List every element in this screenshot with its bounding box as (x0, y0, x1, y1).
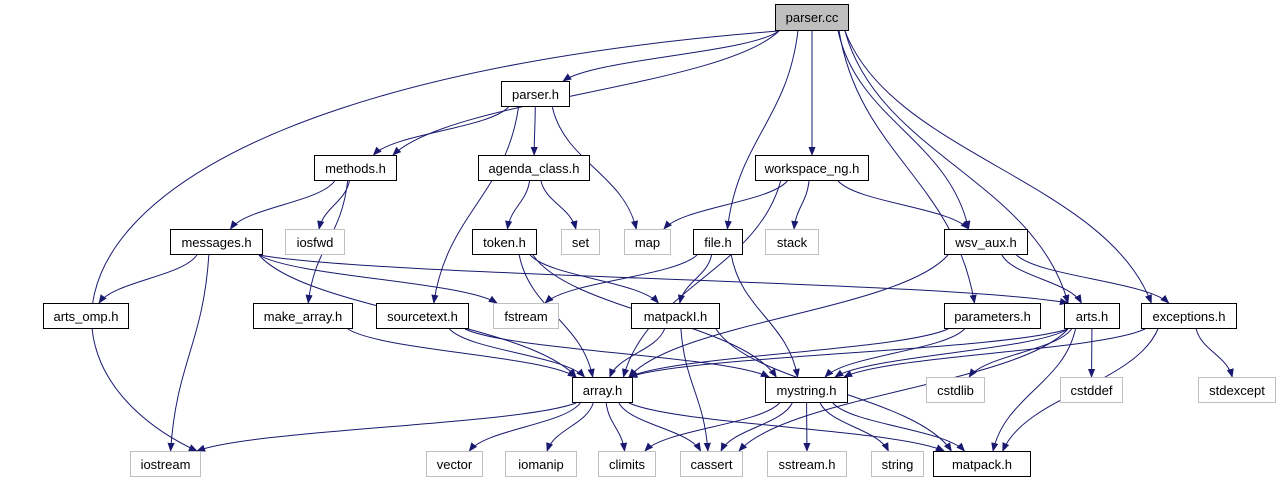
edge-array-h-to-climits (605, 402, 628, 452)
edge-array-h-to-cassert (618, 402, 702, 452)
edge-array-h-to-vector (468, 402, 581, 452)
node-arts-omp-h[interactable]: arts_omp.h (43, 303, 129, 329)
edge-parser-h-to-methods-h (372, 106, 509, 156)
edge-file-h-to-matpackI-h (677, 254, 713, 304)
node-string: string (871, 451, 924, 477)
edge-messages-h-to-iostream (167, 254, 210, 452)
node-parameters-h[interactable]: parameters.h (944, 303, 1041, 329)
edge-matpackI-h-to-cassert (680, 328, 711, 452)
node-cassert: cassert (680, 451, 743, 477)
node-map: map (624, 229, 671, 255)
edge-parser-cc-to-exceptions-h (844, 30, 1152, 304)
edge-mystring-h-to-string (819, 402, 889, 452)
edge-array-h-to-matpack-h (628, 402, 945, 452)
edge-parser-h-to-agenda-class-h (530, 106, 538, 156)
edge-mystring-h-to-cassert (720, 402, 793, 452)
node-sstream-h: sstream.h (767, 451, 847, 477)
edge-parser-cc-to-arts-h (844, 30, 1070, 304)
edge-arts-h-to-matpack-h (991, 328, 1076, 452)
edge-agenda-class-h-to-set (540, 180, 578, 230)
node-iostream: iostream (130, 451, 201, 477)
edge-mystring-h-to-matpack-h (832, 402, 966, 452)
node-make-array-h[interactable]: make_array.h (253, 303, 353, 329)
node-messages-h[interactable]: messages.h (170, 229, 263, 255)
node-arts-h[interactable]: arts.h (1064, 303, 1120, 329)
edge-make-array-h-to-array-h (347, 328, 577, 378)
node-wsv-aux-h[interactable]: wsv_aux.h (944, 229, 1028, 255)
edge-sourcetext-h-to-mystring-h (464, 328, 770, 378)
node-exceptions-h[interactable]: exceptions.h (1141, 303, 1237, 329)
edge-parameters-h-to-array-h (628, 328, 949, 378)
node-array-h[interactable]: array.h (572, 377, 633, 403)
edge-agenda-class-h-to-token-h (505, 180, 531, 230)
node-cstddef: cstddef (1060, 377, 1123, 403)
edge-arts-h-to-cassert (738, 328, 1069, 452)
edge-workspace-ng-h-to-array-h (622, 180, 782, 378)
edge-parser-cc-to-parameters-h (838, 30, 977, 304)
edge-workspace-ng-h-to-wsv-aux-h (837, 180, 970, 230)
edge-exceptions-h-to-stdexcept (1195, 328, 1234, 378)
node-stdexcept: stdexcept (1198, 377, 1276, 403)
edge-arts-h-to-mystring-h (834, 328, 1069, 378)
node-matpack-h[interactable]: matpack.h (933, 451, 1031, 477)
edge-arts-h-to-array-h (628, 328, 1069, 378)
node-fstream: fstream (493, 303, 559, 329)
edge-messages-h-to-fstream (258, 254, 498, 304)
edge-file-h-to-mystring-h (730, 254, 800, 378)
edge-parser-h-to-map (551, 106, 638, 230)
node-cstdlib: cstdlib (926, 377, 985, 403)
edge-arts-h-to-cstdlib (968, 328, 1072, 378)
edge-mystring-h-to-climits (644, 402, 780, 452)
edge-wsv-aux-h-to-arts-h (1001, 254, 1082, 304)
edge-wsv-aux-h-to-exceptions-h (1016, 254, 1170, 304)
node-sourcetext-h[interactable]: sourcetext.h (376, 303, 469, 329)
edge-workspace-ng-h-to-stack (791, 180, 810, 230)
edge-methods-h-to-messages-h (229, 180, 336, 230)
edge-messages-h-to-arts-h (258, 254, 1069, 306)
node-file-h[interactable]: file.h (693, 229, 743, 255)
edge-file-h-to-fstream (544, 254, 698, 304)
node-token-h[interactable]: token.h (472, 229, 537, 255)
edge-parser-cc-to-parser-h (562, 30, 780, 82)
node-workspace-ng-h[interactable]: workspace_ng.h (755, 155, 869, 181)
edge-sourcetext-h-to-array-h (449, 328, 586, 378)
node-agenda-class-h[interactable]: agenda_class.h (478, 155, 590, 181)
node-climits: climits (598, 451, 656, 477)
node-set: set (561, 229, 600, 255)
edge-matpackI-h-to-array-h (609, 328, 666, 378)
edge-messages-h-to-arts-omp-h (98, 254, 198, 304)
node-iomanip: iomanip (505, 451, 577, 477)
node-stack: stack (765, 229, 819, 255)
node-vector: vector (426, 451, 483, 477)
edge-parser-h-to-sourcetext-h (431, 106, 520, 304)
edge-parser-cc-to-file-h (724, 30, 799, 230)
edge-methods-h-to-iosfwd (317, 180, 350, 230)
edge-parser-cc-to-wsv-aux-h (837, 30, 971, 230)
node-methods-h[interactable]: methods.h (314, 155, 397, 181)
node-parser-h[interactable]: parser.h (501, 81, 570, 107)
edge-parser-cc-to-methods-h (392, 30, 780, 156)
node-iosfwd: iosfwd (285, 229, 345, 255)
node-matpackI-h[interactable]: matpackI.h (631, 303, 720, 329)
edge-exceptions-h-to-mystring-h (843, 328, 1146, 378)
edge-array-h-to-iostream (196, 402, 577, 452)
edge-array-h-to-iomanip (546, 402, 594, 452)
node-parser-cc[interactable]: parser.cc (775, 4, 849, 31)
edge-workspace-ng-h-to-map (663, 180, 788, 230)
edge-token-h-to-matpackI-h (529, 254, 660, 304)
node-mystring-h[interactable]: mystring.h (765, 377, 848, 403)
edge-parser-cc-to-iostream (91, 30, 780, 452)
